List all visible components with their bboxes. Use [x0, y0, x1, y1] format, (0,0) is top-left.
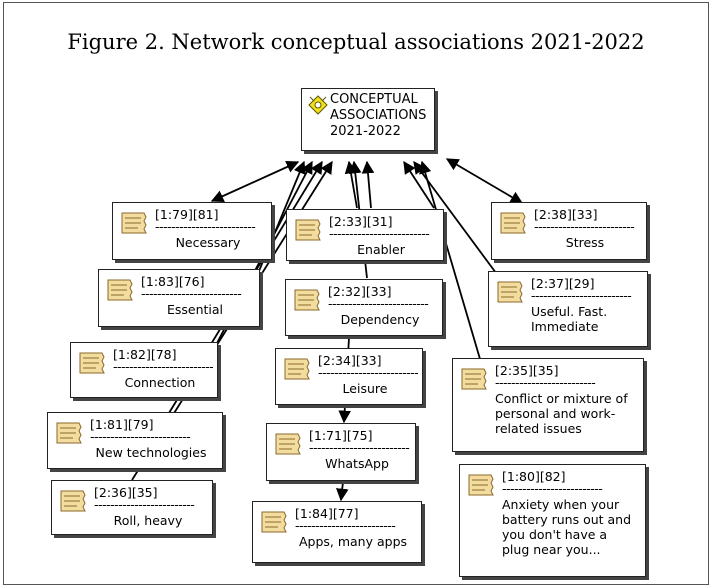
node-code: [1:82][78] — [113, 347, 177, 362]
quotation-icon — [121, 212, 147, 234]
node-label: Anxiety when your battery runs out and y… — [502, 497, 632, 557]
figure-title: Figure 2. Network conceptual association… — [67, 30, 645, 54]
link-anxiety — [419, 160, 481, 360]
quotation-icon — [275, 433, 301, 455]
node-leisure[interactable]: [2:34][33]------------------------- Leisu… — [275, 348, 423, 405]
node-code: [1:81][79] — [90, 417, 154, 432]
node-code: [2:34][33] — [318, 353, 382, 368]
node-code: [2:33][31] — [329, 214, 393, 229]
quotation-icon — [497, 281, 523, 303]
quotation-icon — [461, 368, 487, 390]
node-divider: ------------------------- — [502, 484, 603, 494]
node-divider: ------------------------- — [94, 500, 195, 510]
node-anxiety[interactable]: [1:80][82]------------------------- Anxie… — [459, 464, 646, 577]
quotation-icon — [56, 422, 82, 444]
root-line-1: CONCEPTUAL — [330, 92, 418, 107]
quotation-icon — [500, 212, 526, 234]
root-line-3: 2021-2022 — [330, 124, 401, 139]
node-code: [2:32][33] — [328, 284, 392, 299]
node-divider: ------------------------- — [531, 291, 632, 301]
node-divider: ------------------------- — [113, 362, 213, 372]
node-label: WhatsApp — [325, 456, 389, 471]
node-roll[interactable]: [2:36][35]------------------------- Roll,… — [51, 480, 213, 535]
node-code: [2:35][35] — [495, 363, 559, 378]
figure-frame: Figure 2. Network conceptual association… — [3, 2, 709, 585]
link-stress — [445, 158, 524, 204]
node-code: [1:83][76] — [141, 274, 205, 289]
node-divider: ------------------------- — [318, 368, 418, 378]
node-essential[interactable]: [1:83][76]------------------------- Essen… — [98, 269, 260, 327]
quotation-icon — [468, 474, 494, 496]
link-necessary — [210, 160, 300, 203]
quotation-icon — [294, 289, 320, 311]
node-label: Conflict or mixture of personal and work… — [495, 391, 628, 436]
node-conflict[interactable]: [2:35][35]------------------------- Confl… — [452, 358, 644, 452]
node-stress[interactable]: [2:38][33]------------------------- Stres… — [491, 202, 647, 260]
node-code: [2:36][35] — [94, 485, 158, 500]
quotation-icon — [79, 352, 105, 374]
quotation-icon — [261, 511, 287, 533]
node-code: [2:37][29] — [531, 276, 595, 291]
quotation-icon — [60, 490, 86, 512]
node-label: Roll, heavy — [113, 513, 183, 528]
node-divider: ------------------------- — [534, 222, 635, 232]
link-leisure — [361, 160, 375, 209]
node-divider: ------------------------- — [155, 222, 256, 232]
node-useful[interactable]: [2:37][29]------------------------- Usefu… — [488, 271, 648, 347]
node-label: Essential — [166, 302, 224, 317]
node-divider: ------------------------- — [328, 299, 429, 309]
link-conflict — [403, 160, 435, 209]
node-divider: ------------------------- — [295, 521, 396, 531]
node-whatsapp[interactable]: [1:71][75]------------------------- Whats… — [266, 423, 416, 481]
node-code: [1:79][81] — [155, 207, 219, 222]
node-divider: ------------------------- — [141, 289, 242, 299]
link-apps — [335, 481, 349, 502]
root-line-2: ASSOCIATIONS — [330, 108, 427, 123]
node-code: [2:38][33] — [534, 207, 598, 222]
node-necessary[interactable]: [1:79][81]------------------------- Neces… — [112, 202, 272, 260]
node-code: [1:71][75] — [309, 428, 373, 443]
node-connection[interactable]: [1:82][78]------------------------- Conne… — [70, 342, 218, 398]
quotation-icon — [107, 279, 133, 301]
node-divider: ------------------------- — [495, 378, 596, 388]
quotation-icon — [284, 358, 310, 380]
node-label: Useful. Fast. Immediate — [531, 304, 608, 334]
node-code: [1:80][82] — [502, 469, 566, 484]
node-label: Enabler — [357, 242, 405, 257]
node-divider: ------------------------- — [309, 443, 410, 453]
node-label: Connection — [124, 375, 196, 390]
node-label: Apps, many apps — [298, 534, 408, 549]
node-label: Dependency — [340, 312, 420, 327]
node-label: Necessary — [175, 235, 241, 250]
node-newtech[interactable]: [1:81][79]------------------------- New t… — [47, 412, 223, 469]
node-divider: ------------------------- — [90, 432, 191, 442]
node-apps[interactable]: [1:84][77]------------------------- Apps,… — [252, 501, 422, 563]
node-divider: ------------------------- — [329, 229, 430, 239]
node-label: Leisure — [342, 381, 388, 396]
quotation-icon — [295, 219, 321, 241]
node-label: Stress — [565, 235, 605, 250]
node-dependency[interactable]: [2:32][33]------------------------- Depen… — [285, 279, 443, 336]
node-code: [1:84][77] — [295, 506, 359, 521]
node-label: New technologies — [95, 445, 207, 460]
root-node[interactable]: CONCEPTUAL ASSOCIATIONS 2021-2022 — [301, 88, 435, 151]
node-enabler[interactable]: [2:33][31]------------------------- Enabl… — [286, 209, 444, 261]
star-network-icon — [308, 95, 328, 115]
